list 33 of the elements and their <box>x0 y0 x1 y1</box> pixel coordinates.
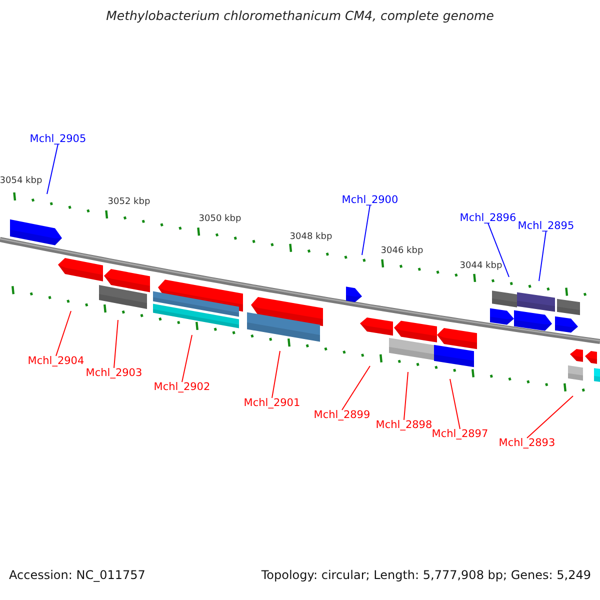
leader-line <box>488 222 510 278</box>
leader-line <box>362 204 370 256</box>
leader-line <box>114 320 118 368</box>
title: Methylobacterium chloromethanicum CM4, complete genome <box>105 9 495 24</box>
scale-label: 3048 kbp <box>290 232 332 242</box>
leader-line <box>272 350 280 398</box>
gene-label: Mchl_2900 <box>342 194 398 206</box>
gene-label: Mchl_2902 <box>154 380 210 394</box>
leader-line <box>56 310 72 356</box>
scale-label: 3054 kbp <box>0 176 42 186</box>
leader-line <box>342 366 370 410</box>
gene-label: Mchl_2893 <box>498 436 556 450</box>
leader-line <box>526 396 574 438</box>
scale-label: 3044 kbp <box>460 260 502 272</box>
gene-label: Mchl_2905 <box>30 132 86 146</box>
leader-line <box>182 334 192 382</box>
gene-label: Mchl_2904 <box>28 354 84 368</box>
scale-label: 3046 kbp <box>380 246 424 256</box>
leader-line <box>404 372 408 420</box>
gene-label: Mchl_2899 <box>314 408 370 422</box>
gene-label: Mchl_2901 <box>244 396 300 410</box>
gene-label: Mchl_2897 <box>432 428 488 440</box>
footer-text: Accession: NC_011757 <box>9 569 146 583</box>
gene-label: Mchl_2896 <box>460 212 516 224</box>
gene-label: Mchl_2895 <box>518 220 574 232</box>
scale-label: 3052 kbp <box>108 196 150 208</box>
gene-label: Mchl_2898 <box>376 418 432 432</box>
leader-line <box>46 144 58 194</box>
leader-line <box>450 378 460 430</box>
leader-line <box>538 230 546 282</box>
footer-text: Topology: circular; Length: 5,777,908 bp; Genes: 5,249 <box>261 569 591 583</box>
gene-label: Mchl_2903 <box>86 366 142 380</box>
scale-label: 3050 kbp <box>198 214 242 224</box>
